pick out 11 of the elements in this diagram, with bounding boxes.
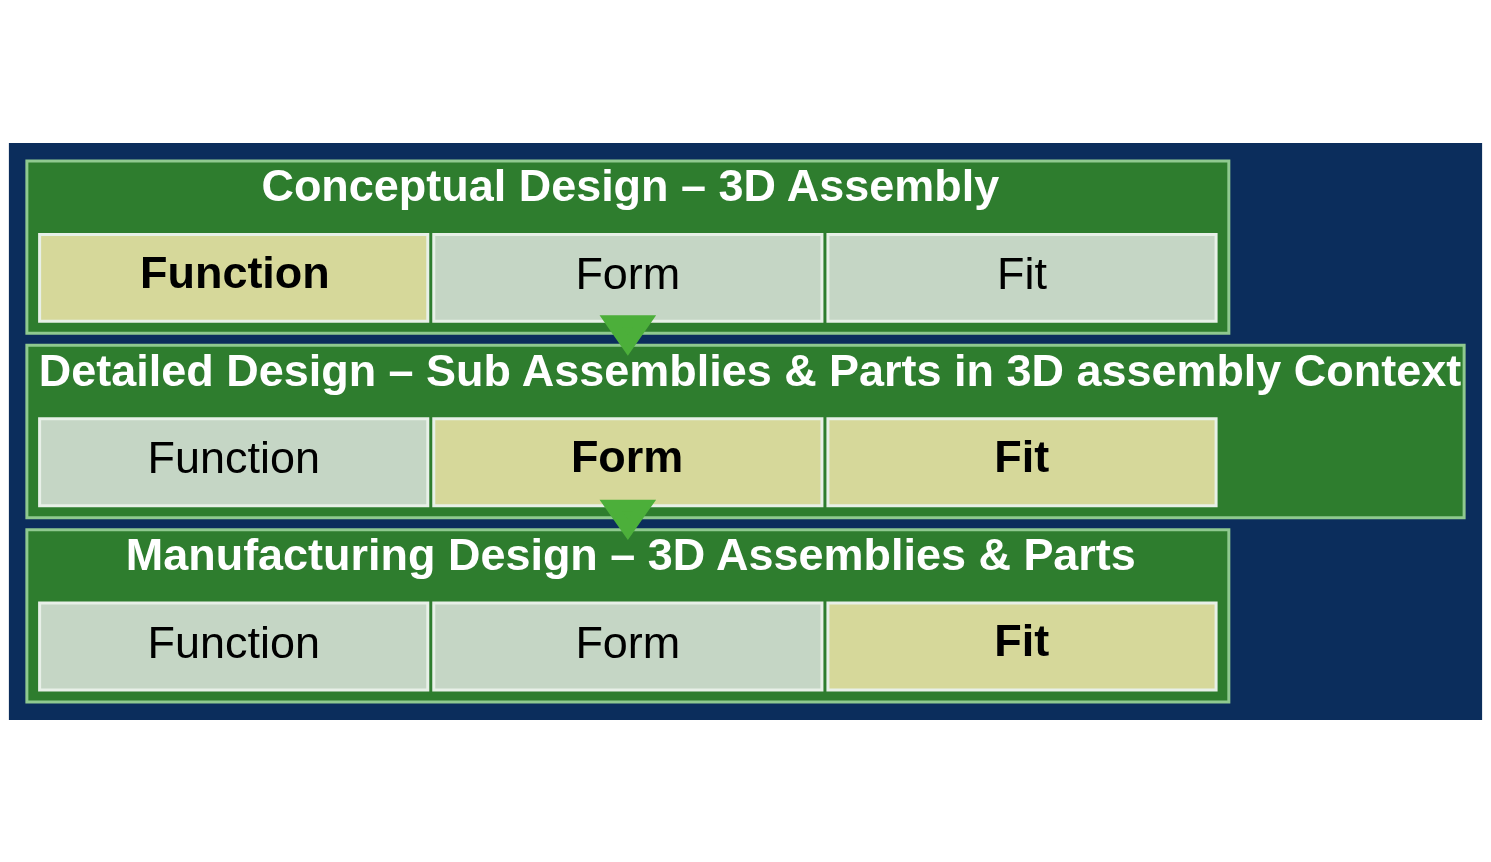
node-box: Fit: [826, 232, 1218, 323]
node-box: Function: [38, 416, 430, 507]
node-box: Form: [432, 232, 824, 323]
node-box: Form: [432, 416, 824, 507]
arrow: [599, 499, 657, 540]
node-box: Form: [432, 601, 824, 692]
node-box: Fit: [826, 601, 1218, 692]
node-box: Function: [38, 601, 430, 692]
arrow: [599, 314, 657, 356]
node-box: Function: [38, 232, 430, 323]
node-box: Fit: [826, 416, 1218, 507]
